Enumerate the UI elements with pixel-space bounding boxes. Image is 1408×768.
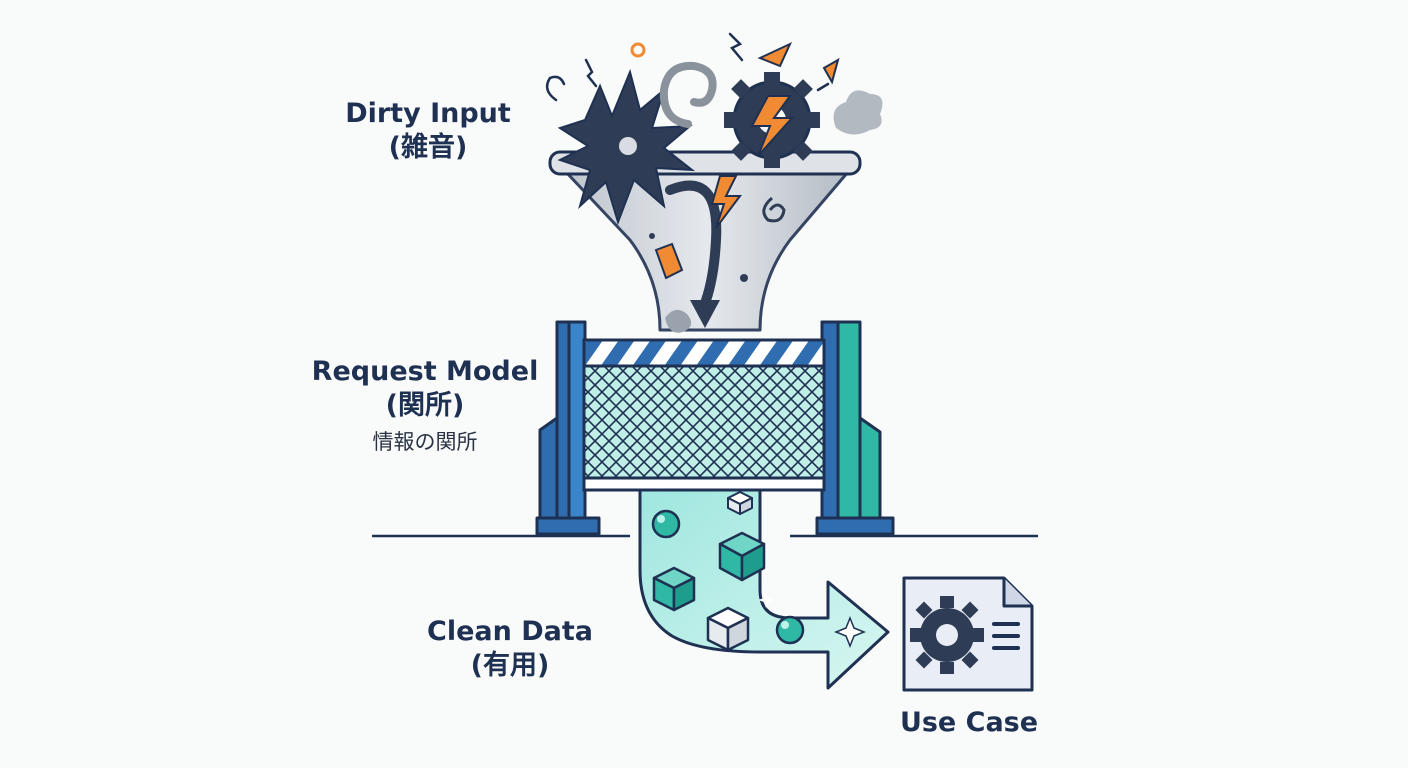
smoke-icon xyxy=(833,90,883,135)
dirty-input-label: Dirty Input (雑音) xyxy=(318,97,538,165)
cube-icon xyxy=(706,606,750,652)
sphere-icon xyxy=(775,615,805,645)
clean-data-flow-arrow xyxy=(638,488,890,690)
cube-icon xyxy=(652,566,696,612)
noise-sparks xyxy=(545,32,830,102)
clean-data-title: Clean Data xyxy=(427,616,593,647)
gear-icon xyxy=(724,72,820,168)
request-model-gate xyxy=(582,338,826,492)
gear-icon xyxy=(910,596,984,674)
particle-icon xyxy=(630,42,646,58)
request-model-label: Request Model (関所) 情報の関所 xyxy=(290,355,560,455)
use-case-title: Use Case xyxy=(899,707,1039,738)
use-case-label: Use Case xyxy=(886,706,1052,740)
text-lines-icon xyxy=(992,622,1020,650)
request-model-subtitle: (関所) xyxy=(385,389,465,421)
dirty-input-title: Dirty Input xyxy=(345,98,511,129)
request-model-note: 情報の関所 xyxy=(372,429,478,454)
dirty-input-subtitle: (雑音) xyxy=(388,131,468,163)
particle-icon xyxy=(757,41,793,68)
sparkle-icon xyxy=(833,615,867,649)
gate-post-right xyxy=(815,320,895,536)
clean-data-label: Clean Data (有用) xyxy=(410,615,610,683)
sparkle-icon xyxy=(758,592,774,608)
clean-data-subtitle: (有用) xyxy=(470,649,550,681)
gate-post-left xyxy=(535,320,601,536)
sphere-icon xyxy=(651,509,681,539)
particle-icon xyxy=(822,57,840,85)
dirty-input-debris xyxy=(557,68,786,333)
swirl-icon xyxy=(659,61,717,128)
cube-icon xyxy=(727,491,753,515)
request-model-title: Request Model xyxy=(311,356,539,387)
cube-icon xyxy=(718,531,766,582)
